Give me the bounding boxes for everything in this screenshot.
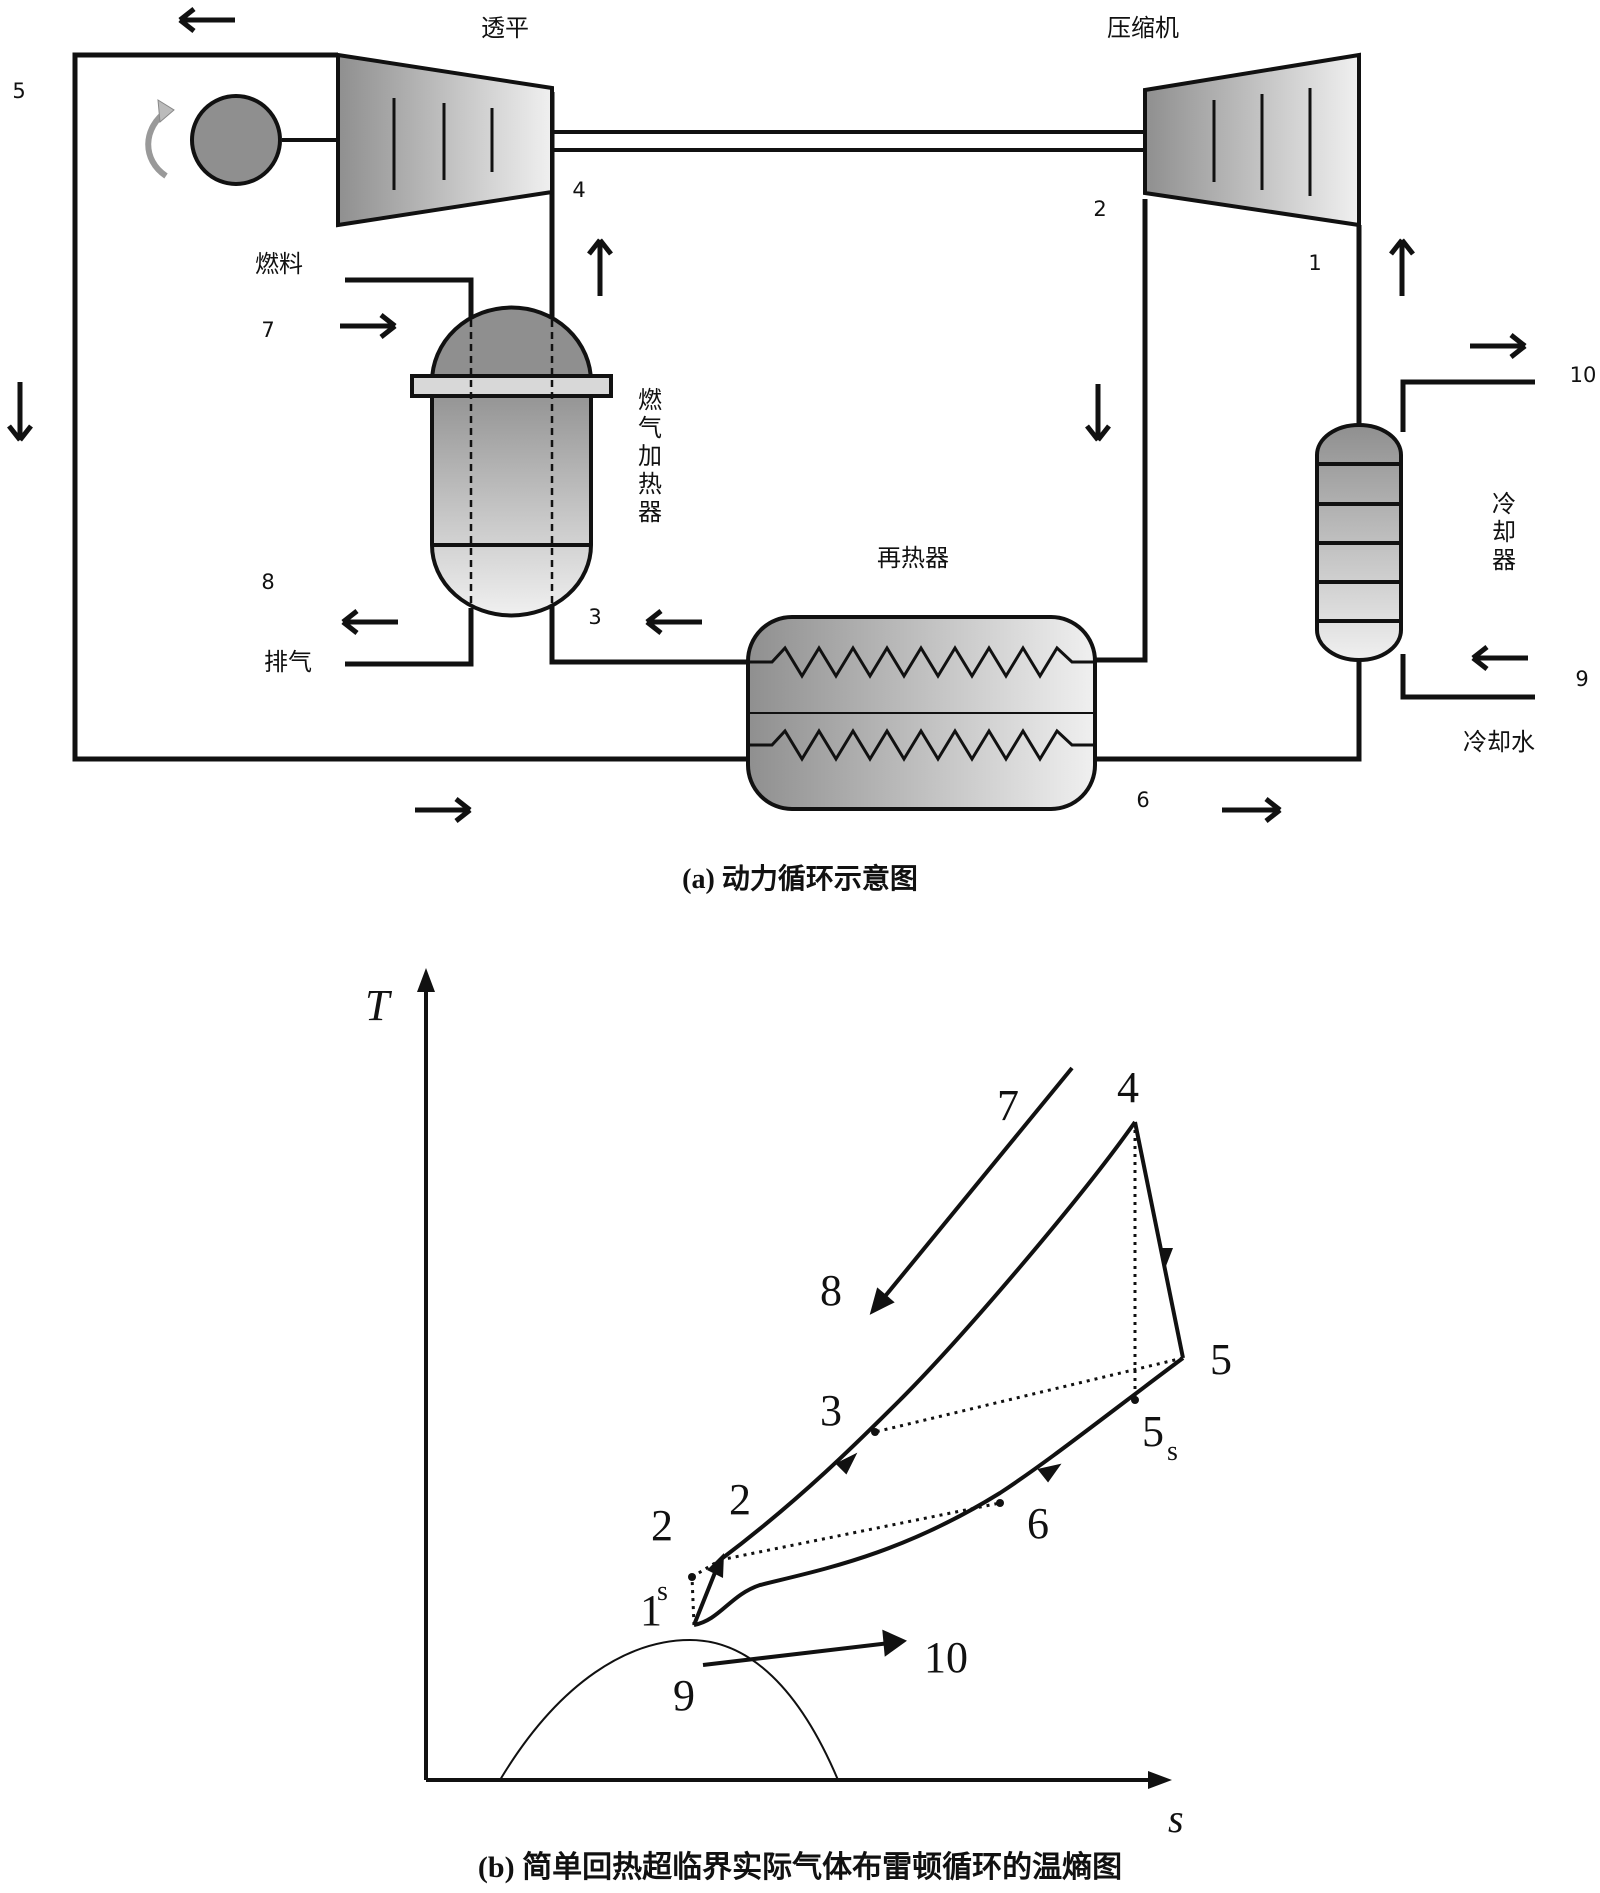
saturation-dome bbox=[499, 1638, 839, 1781]
ts-point-10-label: 10 bbox=[924, 1633, 968, 1682]
point-8-label: 8 bbox=[261, 570, 274, 594]
arrow-left-icon bbox=[645, 609, 702, 635]
ts-point-5-label: 5 bbox=[1210, 1335, 1232, 1384]
generator bbox=[190, 94, 282, 186]
arrow-down-icon bbox=[7, 382, 33, 442]
ts-point-4-label: 4 bbox=[1117, 1063, 1139, 1112]
heater-label-char: 气 bbox=[638, 414, 662, 442]
heater-label-char: 加 bbox=[638, 442, 662, 470]
arrow-up-icon bbox=[1389, 238, 1415, 296]
caption-a: (a) 动力循环示意图 bbox=[682, 862, 918, 895]
schematic-pipes bbox=[72, 52, 1535, 762]
dot-5s bbox=[1131, 1396, 1139, 1404]
point-2-label: 2 bbox=[1093, 197, 1106, 221]
t-axis-label: T bbox=[365, 981, 393, 1030]
arrow-left-icon bbox=[341, 609, 398, 635]
ts-point-1-sub: s bbox=[657, 1576, 668, 1607]
process-2-4 bbox=[718, 1120, 1137, 1562]
arrow-down-icon bbox=[1085, 384, 1111, 442]
compressor bbox=[1143, 52, 1361, 228]
arrow-right-icon bbox=[1470, 333, 1527, 359]
ts-point-9-label: 9 bbox=[673, 1671, 695, 1720]
ts-point-6-label: 6 bbox=[1027, 1499, 1049, 1548]
heater-label-char: 器 bbox=[638, 498, 662, 526]
rotation-arrowhead-icon bbox=[157, 99, 175, 124]
exhaust-label: 排气 bbox=[264, 648, 312, 676]
coolant-arrow-icon bbox=[882, 1629, 907, 1657]
t-axis-arrow-icon bbox=[417, 968, 435, 992]
heat-source-line bbox=[880, 1066, 1074, 1302]
dot-6 bbox=[996, 1499, 1004, 1507]
regenerator bbox=[746, 615, 1097, 811]
cooler bbox=[1315, 423, 1403, 662]
point-4-label: 4 bbox=[572, 178, 585, 202]
point-6-label: 6 bbox=[1136, 788, 1149, 812]
arrow-left-icon bbox=[1471, 645, 1528, 671]
s-axis-label: s bbox=[1168, 1796, 1184, 1841]
heater-label-char: 燃 bbox=[638, 386, 662, 414]
cooler-label-char: 器 bbox=[1492, 546, 1516, 574]
arrow-right-icon bbox=[415, 797, 472, 823]
cooler-label-char: 冷 bbox=[1492, 490, 1516, 518]
ts-point-5s-label: 5 bbox=[1142, 1407, 1164, 1456]
turbine bbox=[336, 52, 554, 228]
cooler-label-char: 却 bbox=[1492, 518, 1516, 546]
ts-point-7-label: 7 bbox=[997, 1081, 1019, 1130]
isentropic-1-2s bbox=[690, 1576, 696, 1626]
ts-point-3-label: 3 bbox=[820, 1386, 842, 1435]
dot-3 bbox=[871, 1428, 879, 1436]
heater-label-char: 热 bbox=[638, 470, 662, 498]
line-2s-2 bbox=[691, 1558, 721, 1579]
point-9-label: 9 bbox=[1575, 667, 1588, 691]
s-axis-arrow-icon bbox=[1148, 1771, 1172, 1789]
flow-arrows bbox=[7, 7, 1528, 823]
cooling-water-label: 冷却水 bbox=[1463, 728, 1535, 756]
point-5-label: 5 bbox=[12, 79, 25, 103]
point-10-label: 10 bbox=[1570, 363, 1597, 387]
arrow-up-icon bbox=[587, 238, 613, 296]
ts-point-2-label: 2 bbox=[729, 1475, 751, 1524]
ts-point-2s-label: 2 bbox=[651, 1501, 673, 1550]
point-1-label: 1 bbox=[1308, 251, 1321, 275]
direction-arrow-icon bbox=[1037, 1463, 1062, 1483]
regen-line-2-6 bbox=[719, 1501, 1001, 1562]
fuel-label: 燃料 bbox=[255, 250, 303, 278]
dot-2s bbox=[688, 1573, 696, 1581]
gas-heater bbox=[410, 305, 613, 618]
caption-b: (b) 简单回热超临界实际气体布雷顿循环的温熵图 bbox=[478, 1850, 1122, 1884]
compressor-label: 压缩机 bbox=[1107, 14, 1179, 42]
regenerator-label: 再热器 bbox=[877, 544, 949, 572]
schematic-labels: 透平 压缩机 燃料 排气 燃 气 加 热 器 再热器 冷 却 器 冷却水 1 2… bbox=[12, 14, 1596, 895]
process-4-5 bbox=[1133, 1121, 1185, 1359]
arrow-right-icon bbox=[340, 313, 397, 339]
coolant-line bbox=[702, 1641, 891, 1667]
direction-arrow-icon bbox=[835, 1452, 858, 1475]
ts-diagram: T s 1 s 2 2 bbox=[365, 968, 1232, 1884]
point-3-label: 3 bbox=[588, 605, 601, 629]
rotation-arrow-icon bbox=[145, 107, 170, 179]
process-5-1 bbox=[693, 1356, 1185, 1627]
arrow-left-icon bbox=[178, 7, 235, 33]
ts-point-1-label: 1 bbox=[640, 1586, 662, 1635]
point-7-label: 7 bbox=[261, 318, 274, 342]
ts-point-8-label: 8 bbox=[820, 1266, 842, 1315]
ts-point-5s-sub: s bbox=[1167, 1436, 1178, 1467]
heat-source-arrow-icon bbox=[869, 1287, 895, 1315]
arrow-right-icon bbox=[1222, 797, 1282, 823]
direction-arrow-icon bbox=[1159, 1248, 1173, 1266]
turbine-label: 透平 bbox=[481, 14, 529, 42]
